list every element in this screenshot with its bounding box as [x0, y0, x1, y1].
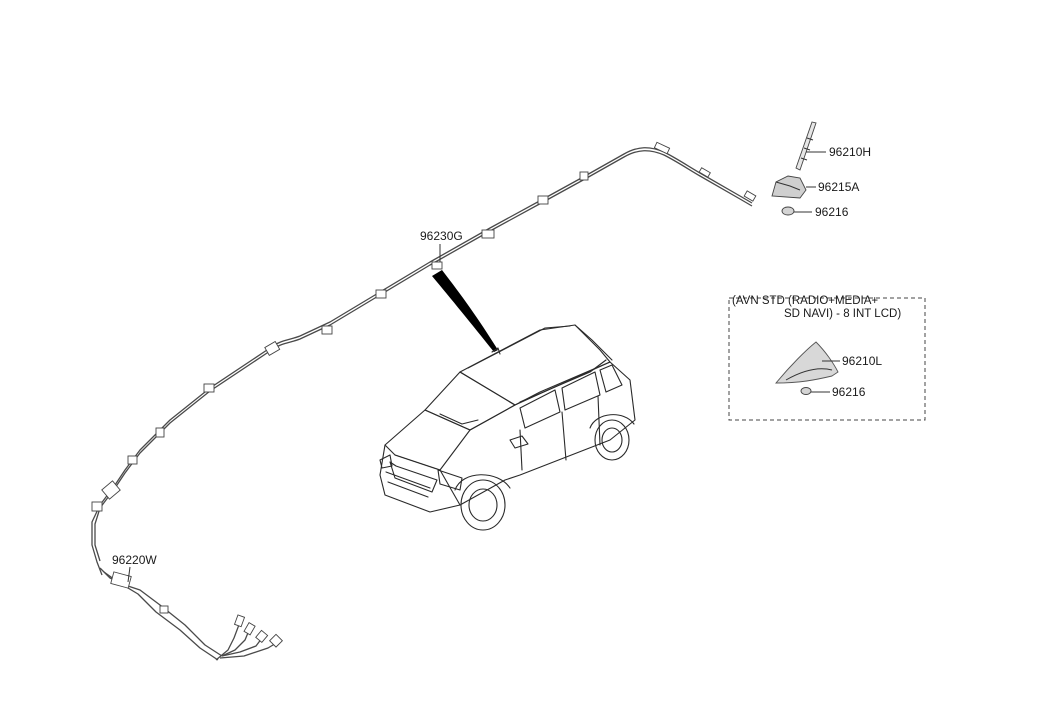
part-label-96210L: 96210L	[842, 354, 882, 368]
option-box-title-line1: (AVN STD (RADIO+MEDIA+	[732, 295, 878, 307]
part-label-96215A: 96215A	[818, 180, 859, 194]
antenna-rod	[795, 121, 817, 171]
roof-location-arrow	[432, 270, 498, 352]
part-label-96210H: 96210H	[829, 145, 871, 159]
option-box	[728, 297, 926, 421]
antenna-nut	[781, 206, 795, 216]
shark-fin-antenna	[775, 341, 839, 384]
shark-fin-nut	[800, 387, 812, 395]
leader-96220W	[127, 566, 131, 583]
roof-antenna-cable	[91, 141, 757, 576]
part-label-96216: 96216	[815, 205, 849, 219]
vehicle-illustration	[379, 324, 636, 531]
option-box-title-line2: SD NAVI) - 8 INT LCD)	[784, 308, 901, 320]
part-label-96230G: 96230G	[420, 229, 463, 243]
part-label-96216-box: 96216	[832, 385, 866, 399]
antenna-base	[771, 175, 807, 199]
lower-harness	[99, 567, 284, 661]
part-label-96220W: 96220W	[112, 553, 157, 567]
